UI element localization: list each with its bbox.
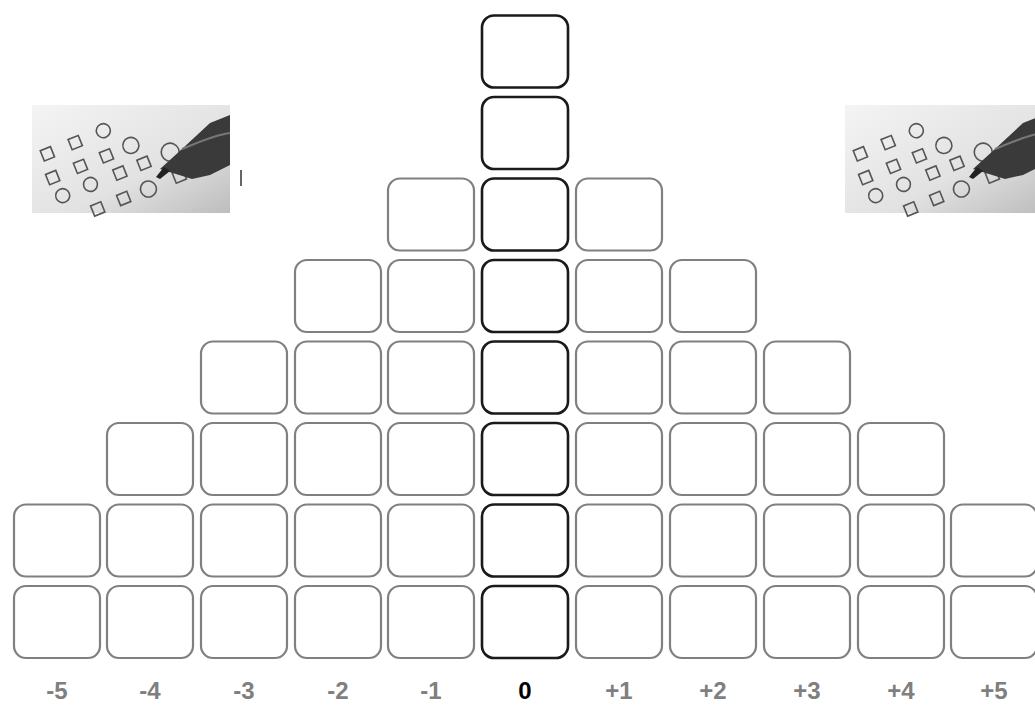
sort-box (107, 586, 193, 658)
sort-box (482, 505, 568, 577)
sort-box (670, 423, 756, 495)
sort-box (576, 505, 662, 577)
sort-box (576, 179, 662, 251)
column-score: +1 (603, 676, 635, 706)
sort-box (482, 423, 568, 495)
sort-box (295, 260, 381, 332)
sort-box (14, 505, 100, 577)
sort-box (295, 505, 381, 577)
sort-box (670, 505, 756, 577)
sort-box (858, 423, 944, 495)
column-score: -1 (418, 676, 444, 706)
column-score: -2 (325, 676, 351, 706)
column-score: -3 (231, 676, 257, 706)
sort-box (388, 423, 474, 495)
sort-box (576, 342, 662, 414)
sort-box (482, 342, 568, 414)
sort-box (670, 260, 756, 332)
sort-box (951, 586, 1035, 658)
sort-box (670, 342, 756, 414)
column-score: -4 (137, 676, 163, 706)
column-score: +3 (791, 676, 823, 706)
column-score: +4 (885, 676, 917, 706)
sort-box (107, 505, 193, 577)
sort-box (858, 586, 944, 658)
sort-box (201, 342, 287, 414)
sort-box (295, 342, 381, 414)
sort-box (576, 423, 662, 495)
sort-box (482, 16, 568, 88)
sort-box (482, 260, 568, 332)
sort-grid (14, 16, 1035, 659)
sort-box (482, 179, 568, 251)
sort-box (482, 97, 568, 169)
sort-box (764, 423, 850, 495)
sort-box (482, 586, 568, 658)
survey-photo (32, 91, 230, 230)
sort-box (388, 586, 474, 658)
sort-box (764, 586, 850, 658)
column-score: 0 (516, 676, 534, 706)
sort-box (951, 505, 1035, 577)
sort-box (388, 342, 474, 414)
sort-box (764, 505, 850, 577)
sort-box (295, 586, 381, 658)
cursor-mark (240, 170, 242, 186)
sort-box (858, 505, 944, 577)
sort-box (576, 260, 662, 332)
sort-box (388, 179, 474, 251)
survey-photo (845, 91, 1035, 230)
sort-box (576, 586, 662, 658)
sort-box (107, 423, 193, 495)
sort-box (295, 423, 381, 495)
sort-box (670, 586, 756, 658)
sort-box (201, 505, 287, 577)
column-score: -5 (44, 676, 70, 706)
sort-box (764, 342, 850, 414)
column-score: +2 (697, 676, 729, 706)
column-score: +5 (978, 676, 1010, 706)
sort-box (388, 505, 474, 577)
sort-box (14, 586, 100, 658)
sort-box (201, 423, 287, 495)
sort-box (388, 260, 474, 332)
sort-box (201, 586, 287, 658)
